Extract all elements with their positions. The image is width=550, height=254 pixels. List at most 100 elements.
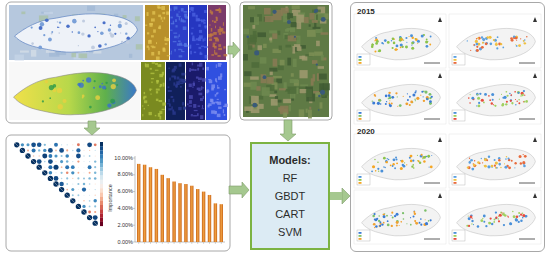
- map-legend-chip: [359, 235, 362, 237]
- correlation-dot: [89, 155, 91, 157]
- land-patch: [421, 91, 423, 93]
- land-patch: [484, 165, 487, 168]
- map-patch: [42, 100, 44, 102]
- land-patch: [523, 101, 524, 102]
- scale-bar: [424, 63, 440, 64]
- map-patch: [58, 104, 63, 109]
- land-patch: [423, 100, 425, 102]
- raster-texture: [165, 37, 167, 41]
- satellite-texture: [248, 45, 252, 50]
- land-patch: [526, 36, 528, 38]
- map-patch: [45, 80, 48, 83]
- satellite-texture: [256, 86, 260, 91]
- land-patch: [515, 219, 517, 221]
- color-bar: [100, 176, 103, 180]
- land-patch: [389, 102, 391, 104]
- land-patch: [383, 166, 384, 167]
- raster-texture: [202, 39, 204, 42]
- land-patch: [381, 42, 383, 44]
- land-patch: [520, 220, 523, 223]
- land-patch: [516, 215, 519, 218]
- satellite-texture: [321, 32, 329, 34]
- color-bar: [100, 142, 103, 146]
- land-patch: [399, 104, 402, 107]
- color-bar: [100, 213, 103, 217]
- land-patch: [374, 95, 376, 97]
- land-patch: [425, 41, 428, 44]
- raster-texture: [202, 108, 205, 109]
- land-patch: [409, 96, 411, 98]
- satellite-texture: [265, 16, 274, 22]
- raster-texture: [216, 64, 217, 68]
- land-patch: [518, 221, 520, 223]
- map-patch: [62, 99, 66, 103]
- land-patch: [499, 164, 501, 166]
- axis-tick: [209, 242, 210, 244]
- raster-texture: [174, 66, 177, 69]
- correlation-dot: [33, 155, 35, 157]
- map-patch: [125, 32, 127, 34]
- raster-texture: [178, 107, 181, 110]
- satellite-texture: [250, 82, 256, 90]
- raster-texture: [198, 93, 202, 96]
- map-patch: [89, 106, 92, 109]
- raster-texture: [191, 69, 194, 71]
- raster-texture: [215, 78, 217, 81]
- land-patch: [409, 104, 411, 106]
- satellite-texture: [285, 29, 289, 32]
- raster-texture: [224, 54, 228, 56]
- land-patch: [410, 224, 412, 226]
- color-bar: [100, 163, 103, 167]
- raster-texture: [218, 107, 222, 109]
- land-patch: [427, 41, 428, 42]
- satellite-texture: [264, 8, 271, 15]
- raster-texture: [218, 76, 222, 80]
- map-patch: [110, 99, 115, 104]
- raster-texture: [155, 115, 157, 116]
- raster-texture: [198, 47, 201, 49]
- raster-texture: [198, 81, 199, 82]
- land-patch: [426, 98, 428, 100]
- satellite-texture: [297, 46, 302, 51]
- correlation-dot: [88, 165, 92, 169]
- north-arrow: [533, 137, 537, 142]
- land-patch: [391, 40, 392, 41]
- color-bar: [100, 205, 103, 209]
- raster-texture: [198, 77, 202, 80]
- land-patch: [504, 166, 507, 169]
- correlation-dot: [39, 155, 40, 156]
- correlation-dot: [89, 150, 90, 151]
- land-patch: [515, 44, 516, 45]
- land-patch: [495, 162, 498, 165]
- raster-texture: [216, 17, 218, 21]
- raster-texture: [193, 83, 196, 86]
- map-legend-chip: [359, 56, 362, 58]
- land-patch: [515, 99, 516, 100]
- land-patch: [523, 40, 525, 42]
- map-legend-chip: [359, 179, 362, 181]
- land-patch: [424, 91, 427, 94]
- land-patch: [516, 101, 517, 102]
- land-patch: [489, 99, 491, 101]
- land-patch: [477, 94, 479, 96]
- land-patch: [524, 42, 526, 44]
- satellite-texture: [319, 74, 327, 80]
- model-name: CART: [275, 205, 305, 223]
- color-bar: [100, 209, 103, 213]
- land-patch: [514, 167, 515, 168]
- land-patch: [470, 50, 471, 51]
- satellite-texture: [318, 66, 324, 69]
- raster-texture: [217, 9, 219, 11]
- map-legend-chip: [454, 176, 457, 178]
- water-body: [263, 75, 267, 79]
- map-legend-chip: [454, 56, 457, 58]
- raster-texture: [215, 9, 219, 11]
- satellite-texture: [257, 32, 266, 37]
- axis-tick: [162, 242, 163, 244]
- satellite-texture: [308, 110, 312, 119]
- land-patch: [468, 215, 469, 216]
- importance-bar: [161, 175, 164, 242]
- raster-texture: [144, 108, 145, 110]
- land-patch: [391, 225, 393, 227]
- raster-texture: [173, 82, 175, 85]
